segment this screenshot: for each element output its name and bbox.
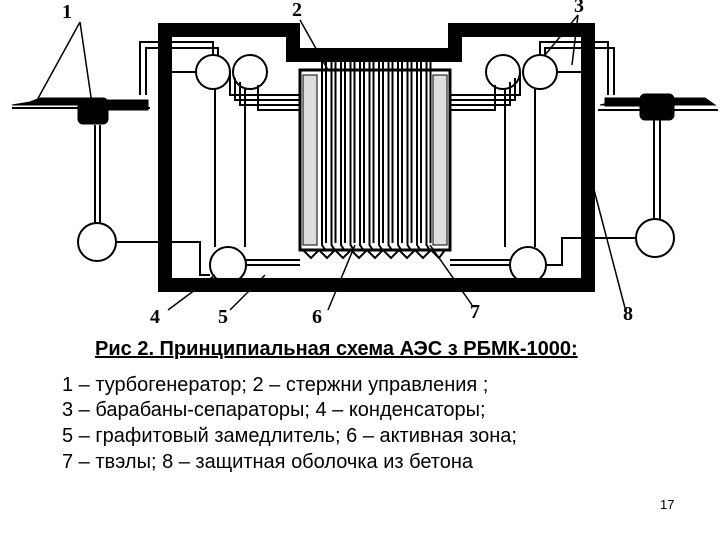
fuel-channel <box>387 62 394 252</box>
fuel-channel <box>378 62 384 252</box>
pump-right <box>509 246 547 284</box>
fuel-channels <box>321 62 432 252</box>
caption-line-4: 7 – твэлы; 8 – защитная оболочка из бето… <box>62 451 474 473</box>
fuel-channel <box>406 62 413 252</box>
fuel-channel <box>359 62 365 252</box>
fuel-channel <box>340 62 346 252</box>
condenser-right <box>635 218 675 258</box>
pump-left <box>209 246 247 284</box>
separator-drum-left-b <box>232 54 268 90</box>
separator-drum-right-b <box>522 54 558 90</box>
turbogenerator-left <box>11 97 150 125</box>
label-4: 4 <box>150 306 160 328</box>
label-2: 2 <box>292 0 302 21</box>
containment-shell <box>158 23 595 292</box>
fuel-channel <box>425 62 432 252</box>
caption-line-3: 5 – графитовый замедлитель; 6 – активная… <box>62 425 517 447</box>
condenser-left <box>77 222 117 262</box>
turbogenerator-right <box>598 93 718 121</box>
rbmk-schematic-diagram: 1 2 3 4 5 6 7 8 <box>11 0 718 328</box>
fuel-channel <box>330 62 337 252</box>
fuel-channel <box>321 62 327 252</box>
fuel-channel <box>397 62 403 252</box>
caption-line-2: 3 – барабаны-сепараторы; 4 – конденсатор… <box>62 399 486 421</box>
caption-title: Рис 2. Принципиальная схема АЭС з РБМК-1… <box>95 338 578 360</box>
label-8: 8 <box>623 303 633 325</box>
label-7: 7 <box>470 301 480 323</box>
page-number: 17 <box>660 497 675 512</box>
fuel-channel <box>416 62 422 252</box>
label-6: 6 <box>312 306 322 328</box>
label-1: 1 <box>62 1 72 23</box>
caption-line-1: 1 – турбогенератор; 2 – стержни управлен… <box>62 374 489 396</box>
fuel-channel <box>368 62 375 252</box>
reactor-core <box>298 68 452 252</box>
label-5: 5 <box>218 306 228 328</box>
separator-drum-left-a <box>195 54 231 90</box>
label-3: 3 <box>574 0 584 17</box>
fuel-channel <box>349 62 356 252</box>
